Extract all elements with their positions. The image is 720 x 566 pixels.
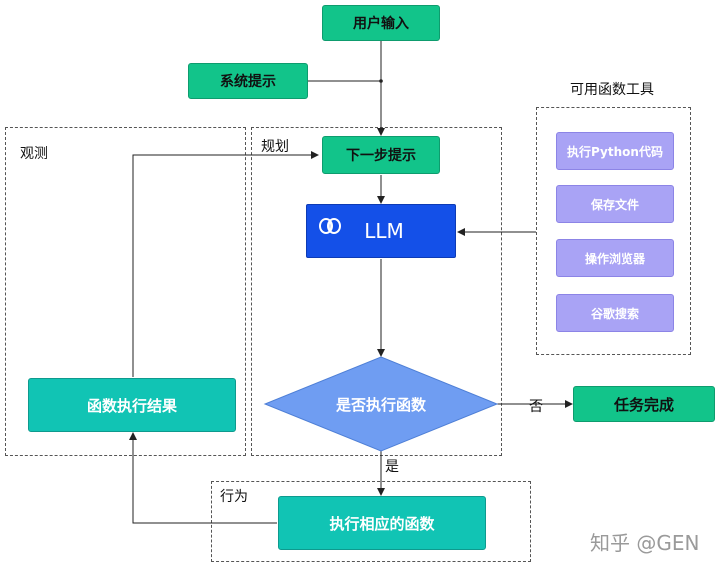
exec-result-node: 函数执行结果 — [28, 378, 236, 432]
observe-group — [5, 127, 246, 456]
tool-google-search: 谷歌搜索 — [556, 294, 674, 332]
decision-diamond — [263, 356, 499, 452]
edge-yes-label: 是 — [385, 459, 399, 475]
llm-node: LLM — [306, 204, 456, 258]
watermark: 知乎 @GEN — [590, 531, 700, 555]
tool-browser: 操作浏览器 — [556, 239, 674, 277]
user-input-node: 用户输入 — [322, 5, 440, 41]
system-prompt-node: 系统提示 — [188, 63, 308, 99]
observe-label: 观测 — [20, 146, 48, 162]
tools-title: 可用函数工具 — [570, 82, 654, 98]
act-label: 行为 — [220, 489, 248, 505]
act-group — [211, 481, 531, 562]
next-prompt-node: 下一步提示 — [322, 136, 440, 174]
tools-group — [536, 107, 691, 355]
tool-save-file: 保存文件 — [556, 185, 674, 223]
llm-logo-icon — [319, 217, 341, 235]
edge-no-label: 否 — [529, 399, 543, 415]
task-done-node: 任务完成 — [573, 386, 715, 422]
exec-function-node: 执行相应的函数 — [278, 496, 486, 550]
tool-python: 执行Python代码 — [556, 132, 674, 170]
llm-label: LLM — [364, 219, 404, 243]
decision-label: 是否执行函数 — [335, 395, 426, 414]
plan-label: 规划 — [261, 139, 289, 155]
plan-group — [251, 127, 502, 456]
